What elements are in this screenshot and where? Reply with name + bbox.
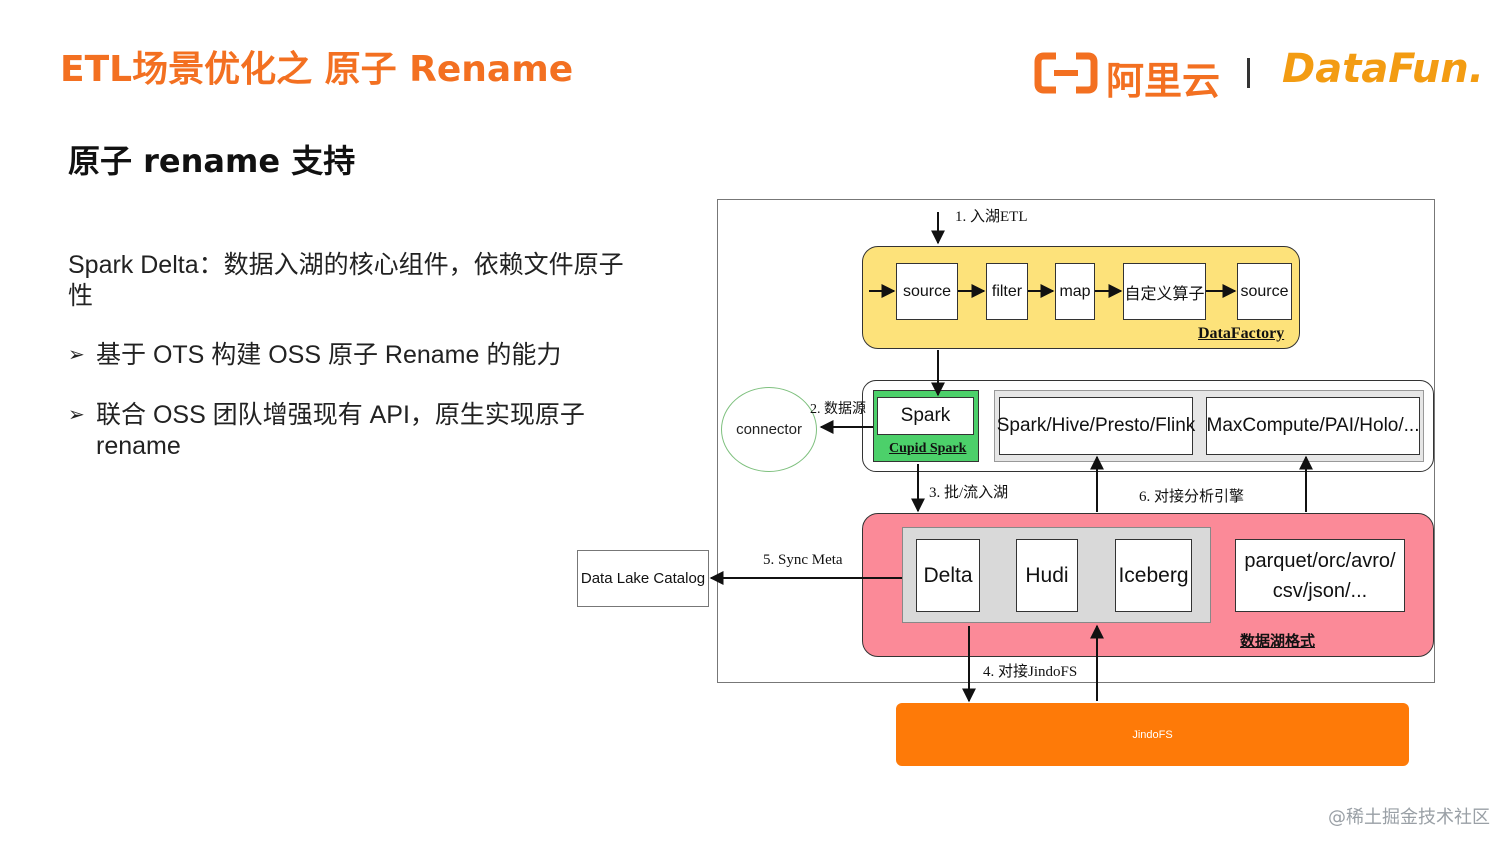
format-hudi-box: Hudi bbox=[1016, 539, 1078, 612]
datafun-logo: DataFun. bbox=[1282, 46, 1484, 92]
format-delta-box: Delta bbox=[916, 539, 980, 612]
format-iceberg-box: Iceberg bbox=[1115, 539, 1192, 612]
file-formats-box: parquet/orc/avro/ csv/json/... bbox=[1235, 539, 1405, 612]
aliyun-logo-icon bbox=[1034, 52, 1098, 94]
logo-divider bbox=[1247, 58, 1250, 88]
jindofs-bar: JindoFS bbox=[896, 703, 1409, 766]
data-lake-format-label: 数据湖格式 bbox=[1240, 634, 1316, 650]
pipeline-source-box: source bbox=[896, 263, 958, 320]
step-3-label: 3. 批/流入湖 bbox=[929, 485, 1009, 501]
engine-spark-hive-presto-flink-box: Spark/Hive/Presto/Flink bbox=[997, 397, 1195, 455]
bullet-arrow-icon: ➢ bbox=[68, 404, 85, 426]
step-2-label: 2. 数据源 bbox=[810, 402, 866, 417]
step-4-label: 4. 对接JindoFS bbox=[983, 664, 1078, 680]
pipeline-filter-box: filter bbox=[986, 263, 1028, 320]
section-title: 原子 rename 支持 bbox=[68, 142, 356, 180]
intro-line-2: 性 bbox=[68, 282, 94, 310]
intro-text: Spark Delta：数据入湖的核心组件，依赖文件原子 性 bbox=[68, 250, 624, 312]
connector-node: connector bbox=[721, 387, 817, 472]
data-lake-catalog-box: Data Lake Catalog bbox=[577, 550, 709, 607]
cupid-spark-label: Cupid Spark bbox=[889, 441, 967, 456]
step-1-label: 1. 入湖ETL bbox=[955, 209, 1028, 225]
pipeline-map-box: map bbox=[1055, 263, 1095, 320]
spark-box: Spark bbox=[877, 397, 974, 435]
bullet-item: ➢ 基于 OTS 构建 OSS 原子 Rename 的能力 bbox=[68, 340, 658, 371]
bullet-text-continued: rename bbox=[96, 432, 181, 460]
datafactory-label: DataFactory bbox=[1198, 325, 1285, 342]
pipeline-custom-operator-box: 自定义算子 bbox=[1123, 263, 1206, 320]
architecture-diagram-frame bbox=[717, 199, 1435, 683]
engine-maxcompute-pai-holo-box: MaxCompute/PAI/Holo/... bbox=[1206, 397, 1420, 455]
step-5-label: 5. Sync Meta bbox=[763, 552, 843, 568]
page-title: ETL场景优化之 原子 Rename bbox=[60, 49, 574, 90]
bullet-text: 联合 OSS 团队增强现有 API，原生实现原子 bbox=[96, 401, 585, 429]
file-formats-line-2: csv/json/... bbox=[1272, 579, 1368, 602]
bullet-arrow-icon: ➢ bbox=[68, 344, 85, 366]
aliyun-logo-text: 阿里云 bbox=[1106, 59, 1221, 103]
step-6-label: 6. 对接分析引擎 bbox=[1139, 489, 1245, 505]
bullet-item: ➢ 联合 OSS 团队增强现有 API，原生实现原子 rename bbox=[68, 400, 658, 462]
intro-line-1: Spark Delta：数据入湖的核心组件，依赖文件原子 bbox=[68, 251, 624, 279]
pipeline-sink-box: source bbox=[1237, 263, 1292, 320]
bullet-text: 基于 OTS 构建 OSS 原子 Rename 的能力 bbox=[96, 341, 562, 369]
file-formats-line-1: parquet/orc/avro/ bbox=[1244, 549, 1396, 572]
watermark: @稀土掘金技术社区 bbox=[1328, 807, 1490, 828]
